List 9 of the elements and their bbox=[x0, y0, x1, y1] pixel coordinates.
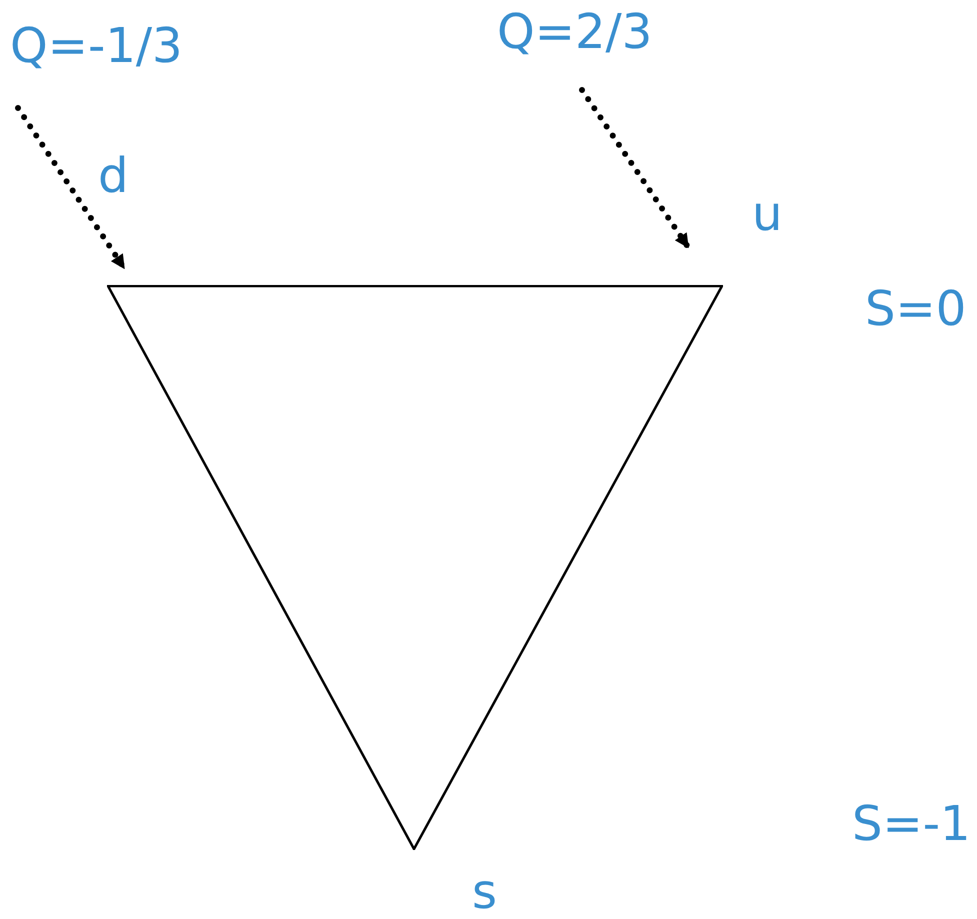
charge-label: Q=2/3 bbox=[497, 8, 652, 56]
strangeness-label: S=-1 bbox=[852, 800, 971, 848]
quark-label: u bbox=[752, 190, 782, 238]
quark-label: s bbox=[472, 868, 498, 916]
dotted-arrow bbox=[15, 105, 127, 271]
dotted-arrow bbox=[579, 87, 691, 250]
quark-label: d bbox=[98, 152, 128, 200]
charge-label: Q=-1/3 bbox=[10, 22, 183, 70]
strangeness-label: S=0 bbox=[865, 285, 966, 333]
